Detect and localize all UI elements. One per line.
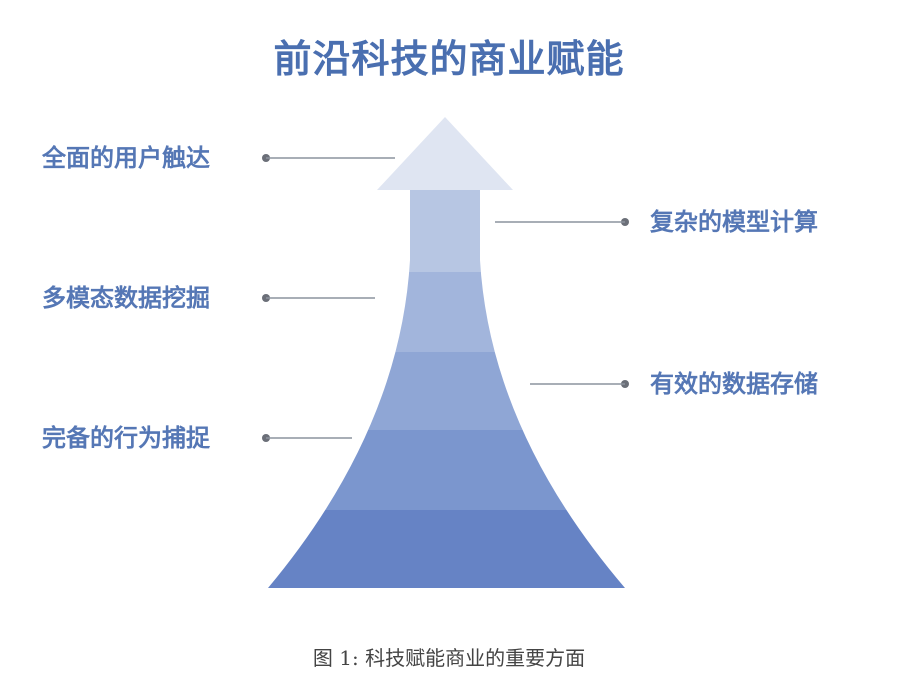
right-label-2: 有效的数据存储 <box>650 370 818 398</box>
connector-left-2 <box>262 294 375 302</box>
connector-left-1 <box>262 154 395 162</box>
right-label-1: 复杂的模型计算 <box>650 208 818 236</box>
connector-right-2 <box>530 380 629 388</box>
figure-caption: 图 1: 科技赋能商业的重要方面 <box>312 646 586 670</box>
trunk-band-3 <box>268 352 625 430</box>
arrow-head <box>377 117 513 190</box>
left-label-1: 全面的用户触达 <box>42 144 210 172</box>
arrow-trunk <box>268 190 625 588</box>
trunk-band-4 <box>268 430 625 510</box>
connector-right-1 <box>495 218 629 226</box>
trunk-band-1 <box>268 190 625 272</box>
left-label-2: 多模态数据挖掘 <box>42 284 210 312</box>
diagram-title: 前沿科技的商业赋能 <box>273 37 625 81</box>
trunk-band-5 <box>268 510 625 588</box>
trunk-band-2 <box>268 272 625 352</box>
connector-left-3 <box>262 434 352 442</box>
left-label-3: 完备的行为捕捉 <box>42 424 210 452</box>
